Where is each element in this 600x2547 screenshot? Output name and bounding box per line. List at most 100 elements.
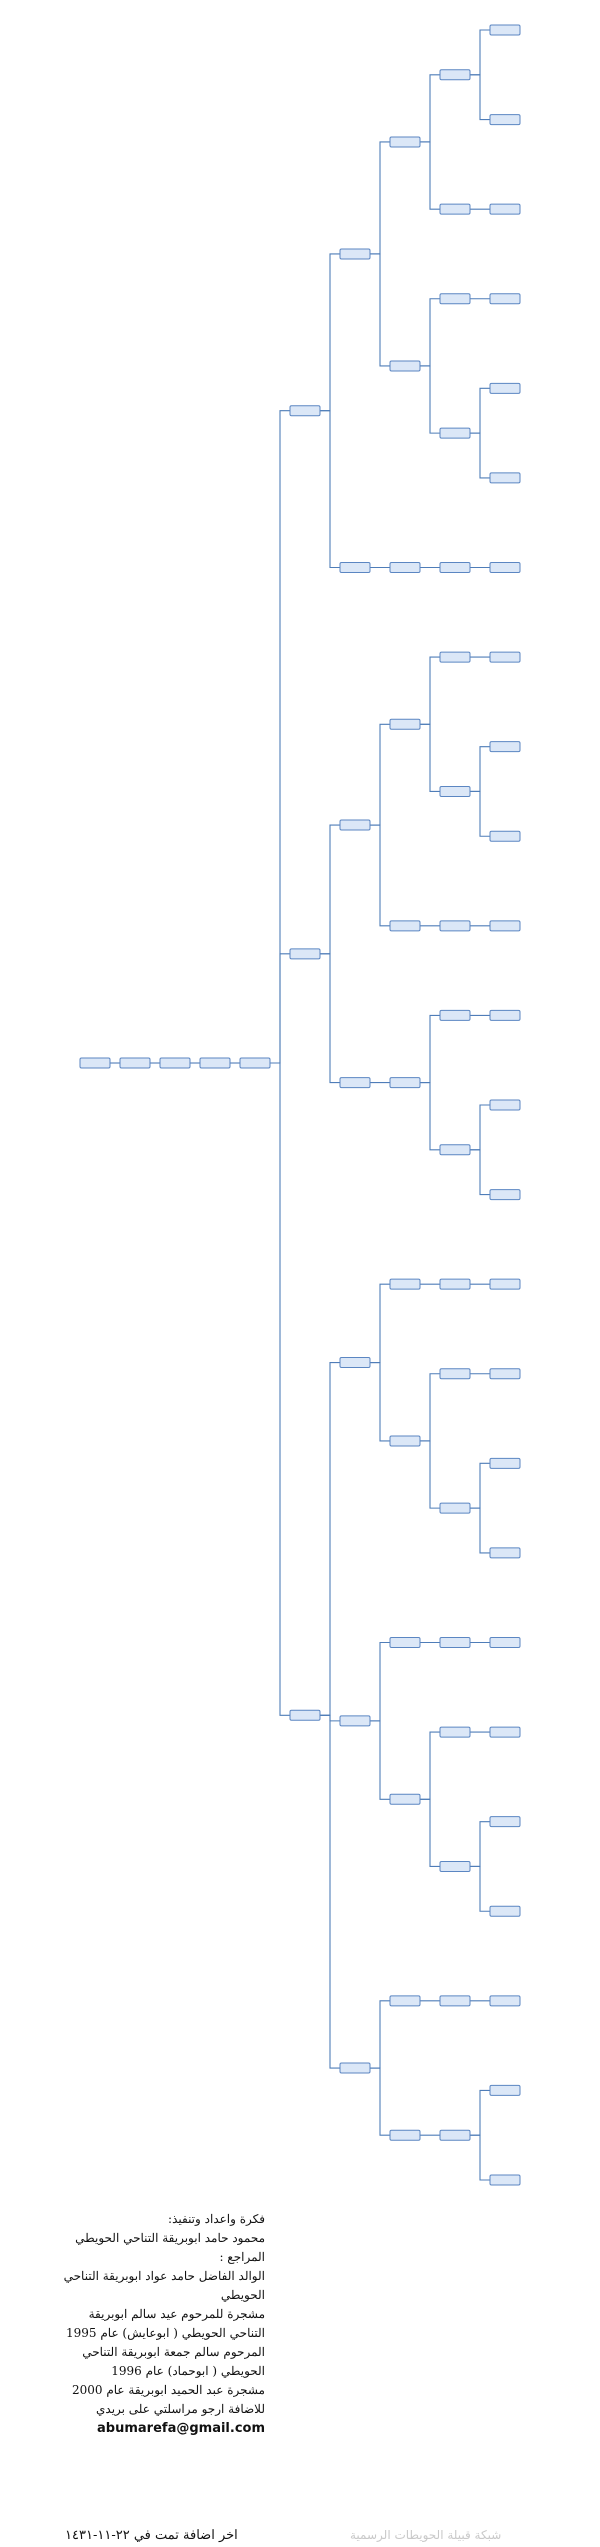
tree-link [470,746,490,793]
tree-link [420,1731,440,1800]
credits-reference-3: المرحوم سالم جمعة ابوبريقة التناحي الحوي… [82,2345,265,2378]
tree-node [389,1278,421,1290]
tree-node-box [489,2084,521,2096]
tree-node [439,69,471,81]
tree-link [370,2067,390,2136]
tree-node-box [439,2129,471,2141]
tree-node-box [489,114,521,126]
tree-link [470,2134,490,2181]
tree-node-box [199,1057,231,1069]
tree-node-box [389,136,421,148]
tree-link [370,253,390,367]
credits-block: فكرة واعداد وتنفيذ: محمود حامد ابوبريقة … [55,2210,265,2438]
credits-references-title: المراجع : [219,2250,265,2264]
tree-node-box [489,1905,521,1917]
tree-link [270,1062,290,1716]
tree-link [420,656,440,725]
tree-link [470,1104,490,1151]
tree-node [489,2084,521,2096]
tree-node-box [489,1816,521,1828]
tree-link [420,1440,440,1509]
tree-node [489,562,521,573]
tree-node-box [439,69,471,81]
tree-node [489,1189,521,1201]
tree-node [339,819,371,831]
tree-link [470,1507,490,1554]
tree-link [420,723,440,793]
tree-node [489,741,521,753]
tree-node-box [439,1726,471,1738]
tree-node [389,562,421,573]
tree-link [320,1362,340,1716]
tree-node-box [489,1637,521,1648]
tree-link [470,1821,490,1868]
tree-node [339,1715,371,1727]
tree-node [439,2129,471,2141]
tree-link [370,824,390,927]
tree-node [489,293,521,305]
tree-node-box [389,1995,421,2007]
tree-node-box [239,1057,271,1069]
tree-links [110,29,490,2181]
tree-node-box [439,562,471,573]
tree-nodes [79,24,521,2186]
tree-node [339,2062,371,2074]
tree-node [339,1077,371,1089]
tree-node [439,562,471,573]
tree-link [470,790,490,837]
tree-node [389,1435,421,1447]
tree-node [339,1357,371,1369]
tree-link [370,2000,390,2069]
tree-node-box [489,293,521,305]
tree-node-box [439,203,471,215]
tree-node [389,920,421,932]
watermark-text: شبكة قبيلة الحويطات الرسمية [350,2528,502,2542]
tree-link [370,723,390,826]
tree-node [439,1637,471,1648]
tree-node-box [119,1057,151,1069]
tree-node-box [439,651,471,663]
tree-node-box [339,562,371,573]
tree-node-box [289,948,321,960]
tree-link [470,1149,490,1196]
tree-node-box [389,718,421,730]
tree-node-box [439,1368,471,1380]
credits-email-link[interactable]: abumarefa@gmail.com [97,2421,265,2436]
tree-node [119,1057,151,1069]
tree-node [489,382,521,394]
tree-node-box [389,1077,421,1089]
tree-node-box [489,1009,521,1021]
tree-node [489,203,521,215]
tree-node-box [439,1278,471,1290]
tree-node [389,136,421,148]
tree-node [439,1726,471,1738]
tree-node-box [439,1995,471,2007]
tree-node-box [489,1457,521,1469]
tree-node [489,114,521,126]
tree-link [320,953,340,1084]
tree-node [489,1547,521,1559]
tree-link [420,365,440,434]
tree-node [439,1278,471,1290]
tree-node-box [439,920,471,932]
tree-node [489,2174,521,2186]
tree-node [489,1995,521,2007]
tree-node [389,2129,421,2141]
tree-node [489,472,521,484]
tree-link [370,1720,390,1800]
tree-node [439,785,471,797]
tree-link [420,1373,440,1442]
tree-link [320,1714,340,2069]
tree-node-box [389,1637,421,1648]
tree-link [320,824,340,955]
tree-node [439,1144,471,1156]
tree-node [439,1368,471,1380]
tree-link [370,1283,390,1364]
tree-node-box [489,1099,521,1111]
tree-node [489,1009,521,1021]
tree-node [339,562,371,573]
tree-link [470,2089,490,2136]
tree-node-box [389,920,421,932]
tree-node [489,24,521,36]
tree-link [470,1865,490,1912]
